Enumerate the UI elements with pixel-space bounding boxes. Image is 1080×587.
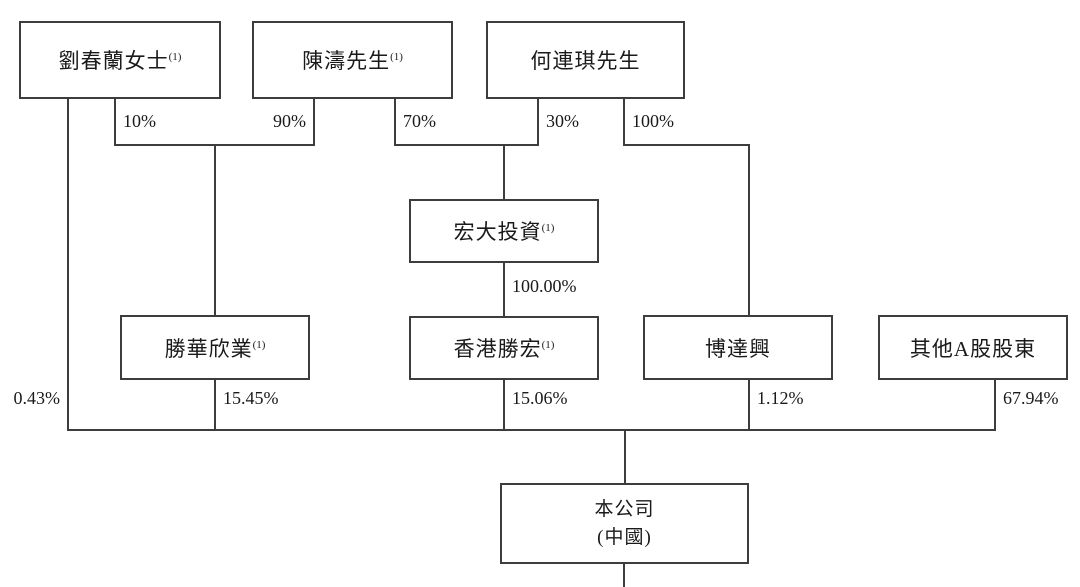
footnote-marker: (1): [168, 51, 182, 63]
ownership-label-liu-to-company: 0.43%: [13, 388, 61, 408]
connector-chen-70pct-line: [394, 99, 396, 146]
footnote-marker: (1): [390, 51, 403, 63]
entity-box-hongda-investment: 宏大投資(1): [409, 199, 599, 263]
connector-hongda-to-hk-line: [503, 263, 505, 317]
entity-box-shenghua-xinye: 勝華欣業(1): [120, 315, 310, 380]
ownership-label-boda-to-company: 1.12%: [757, 388, 804, 408]
connector-he-to-boda-line: [623, 144, 750, 146]
connector-hk-to-bus-line: [503, 380, 505, 431]
entity-label-hongda-investment: 宏大投資(1): [453, 220, 555, 244]
connector-other-to-bus-line: [994, 380, 996, 431]
ownership-label-hongda-to-hk: 100.00%: [512, 276, 577, 296]
entity-label-the-company: 本公司 (中國): [594, 496, 654, 551]
entity-box-bodaxing: 博達興: [643, 315, 833, 380]
connector-chen-90pct-line: [313, 99, 315, 146]
ownership-label-chen-to-hongda: 70%: [403, 111, 436, 131]
connector-liu-to-bus-line: [67, 99, 69, 430]
entity-box-liu-chunlan: 劉春蘭女士(1): [19, 21, 221, 99]
connector-hongda-owners-line: [394, 144, 539, 146]
connector-liu-10pct-line: [114, 99, 116, 146]
entity-label-he-lianqi: 何連琪先生: [530, 49, 641, 73]
entity-box-the-company: 本公司 (中國): [500, 483, 749, 564]
entity-label-bodaxing: 博達興: [705, 336, 771, 361]
ownership-label-he-to-boda: 100%: [632, 111, 674, 131]
ownership-label-other-to-company: 67.94%: [1003, 388, 1059, 408]
entity-box-chen-tao: 陳濤先生(1): [252, 21, 453, 99]
entity-label-chen-tao: 陳濤先生(1): [302, 49, 403, 73]
footnote-marker: (1): [541, 222, 555, 234]
footnote-marker: (1): [541, 339, 555, 351]
connector-to-shenghua-line: [214, 144, 216, 316]
connector-bus-to-company-line: [624, 429, 626, 484]
ownership-label-shenghua-to-company: 15.45%: [223, 388, 279, 408]
connector-he-30pct-line: [537, 99, 539, 146]
connector-he-100pct-line: [623, 99, 625, 146]
connector-to-hongda-line: [503, 144, 505, 200]
entity-label-shenghua-xinye: 勝華欣業(1): [164, 336, 266, 361]
connector-shenghua-to-bus-line: [214, 380, 216, 431]
connector-boda-to-bus-line: [748, 380, 750, 431]
ownership-label-hk-to-company: 15.06%: [512, 388, 568, 408]
entity-box-he-lianqi: 何連琪先生: [486, 21, 685, 99]
company-jurisdiction: (中國): [597, 526, 652, 548]
entity-box-other-a-share-holders: 其他A股股東: [878, 315, 1068, 380]
footnote-marker: (1): [252, 338, 266, 351]
entity-label-liu-chunlan: 劉春蘭女士(1): [58, 49, 182, 73]
ownership-label-chen-to-shenghua: 90%: [273, 111, 306, 131]
shareholder-bus-line: [67, 429, 996, 431]
entity-label-other-a-share-holders: 其他A股股東: [909, 336, 1037, 361]
entity-label-hongkong-shenghong: 香港勝宏(1): [453, 337, 555, 361]
ownership-label-he-to-hongda: 30%: [546, 111, 579, 131]
connector-company-down-line: [623, 564, 625, 587]
entity-box-hongkong-shenghong: 香港勝宏(1): [409, 316, 599, 380]
company-name: 本公司: [594, 498, 655, 520]
connector-to-boda-line: [748, 144, 750, 316]
ownership-label-liu-to-shenghua: 10%: [123, 111, 156, 131]
